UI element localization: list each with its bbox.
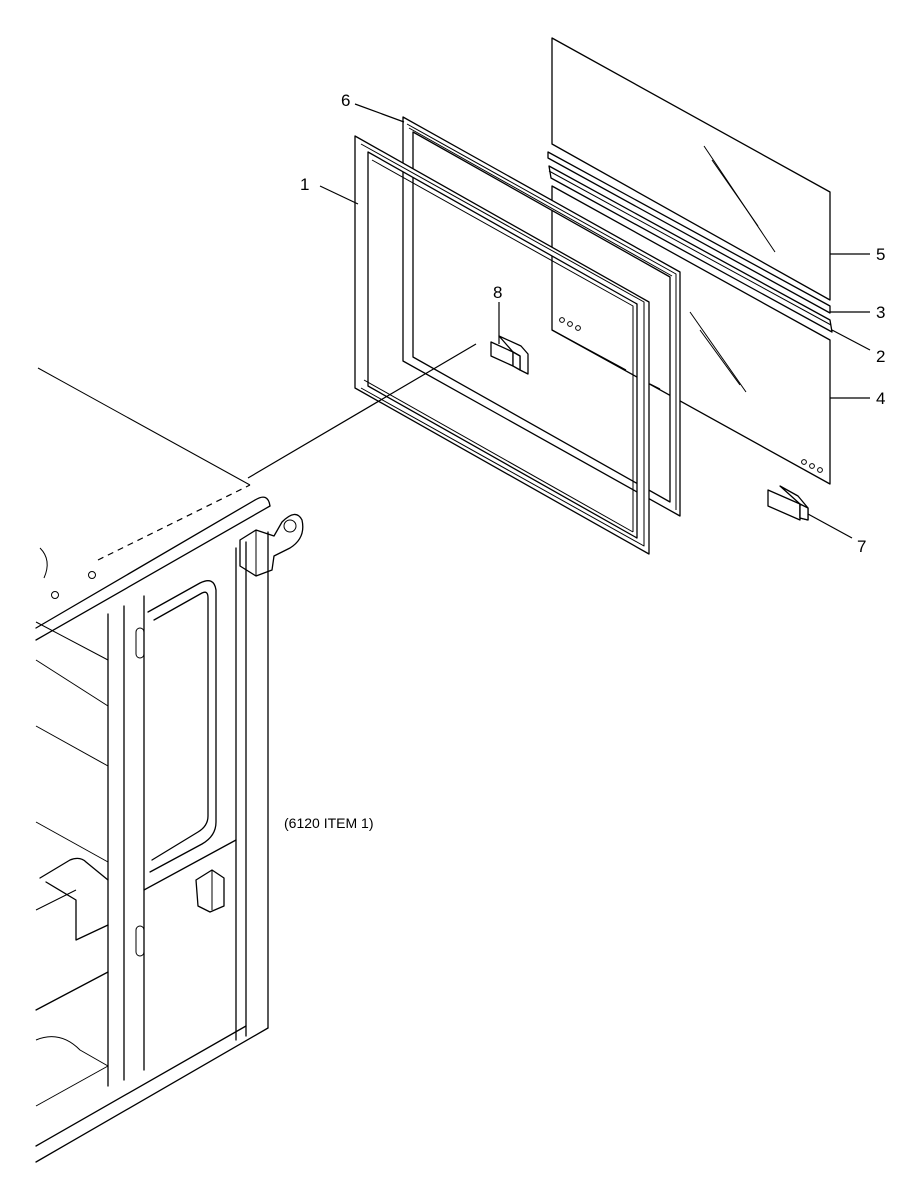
leader-1 xyxy=(319,185,359,205)
callout-6: 6 xyxy=(341,91,350,110)
leader-6 xyxy=(354,103,405,123)
outer-window-frame xyxy=(354,135,650,555)
callout-1: 1 xyxy=(300,175,309,194)
upper-glass-pane xyxy=(551,37,831,301)
latch-7 xyxy=(767,485,809,521)
latch-8 xyxy=(490,335,529,375)
lower-pane-leader-line-2 xyxy=(649,383,661,390)
callout-3: 3 xyxy=(876,303,885,322)
window-channel xyxy=(548,165,833,333)
callout-5: 5 xyxy=(876,245,885,264)
cab-reference-note: (6120 ITEM 1) xyxy=(284,815,373,831)
inner-window-frame xyxy=(402,116,681,517)
seal-strip xyxy=(547,151,831,314)
leader-7 xyxy=(807,513,853,539)
callout-4: 4 xyxy=(876,389,885,408)
callout-8: 8 xyxy=(493,283,502,302)
leader-2 xyxy=(831,329,871,351)
callout-7: 7 xyxy=(857,537,866,556)
cab-structure xyxy=(35,367,304,1163)
assembly-leader-line xyxy=(247,343,477,479)
lower-glass-pane xyxy=(551,185,831,485)
callout-2: 2 xyxy=(876,347,885,366)
lower-pane-leader-line xyxy=(551,329,627,371)
